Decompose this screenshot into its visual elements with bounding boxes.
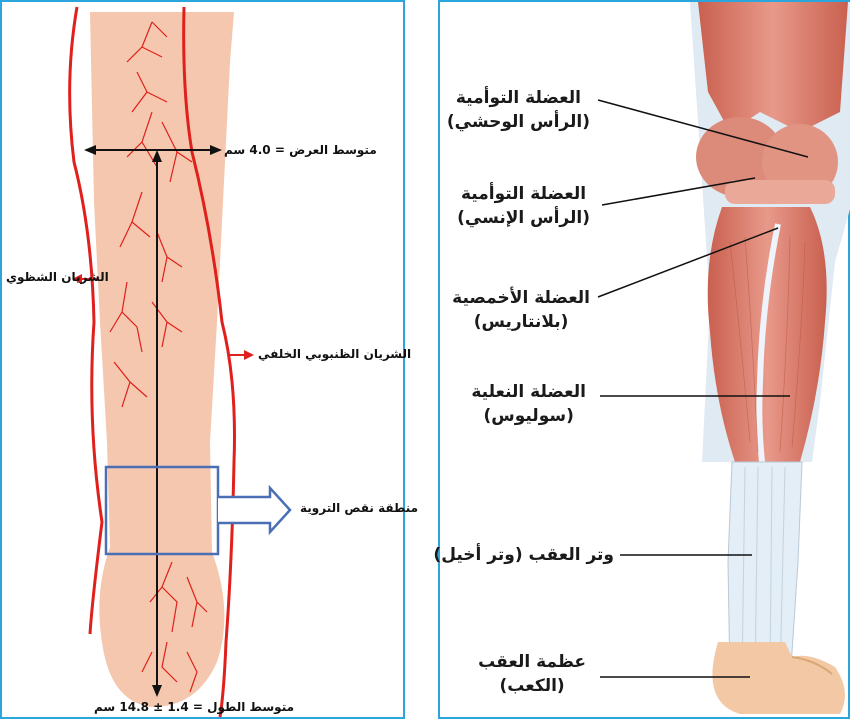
posterior-tibial-artery-line [182, 6, 236, 718]
length-label: متوسط الطول = 1.4 ± 14.8 سم [94, 700, 295, 714]
label-line: (الرأس الوحشي) [446, 112, 590, 132]
label-soleus: العضلة النعلية (سوليوس) [471, 380, 586, 428]
label-gastrocnemius-medial: العضلة التوأمية (الرأس الإنسي) [457, 182, 590, 230]
heel-bone [712, 642, 845, 714]
leader-lines [597, 99, 809, 678]
flap-diagram [68, 6, 292, 718]
posterior-tibial-artery-label: الشريان الظنبوبي الخلفي [258, 347, 412, 361]
label-gastrocnemius-lateral: العضلة التوأمية (الرأس الوحشي) [447, 86, 590, 134]
right-panel: العضلة التوأمية (الرأس الوحشي) العضلة ال… [433, 0, 850, 719]
label-line: العضلة النعلية [471, 382, 586, 402]
label-line: (سوليوس) [483, 406, 574, 426]
peroneal-artery-label: الشريان الشظوي [6, 270, 109, 284]
gastrocnemius-lateral-head [696, 117, 784, 197]
label-line: (الكعب) [499, 676, 565, 696]
width-label: متوسط العرض = 4.0 سم [224, 143, 377, 157]
vessel-branches [109, 21, 208, 693]
peroneal-artery-line [68, 6, 104, 635]
label-line: العضلة التوأمية [460, 184, 587, 204]
plantaris-tendon [756, 223, 781, 463]
label-calcaneus: عظمة العقب (الكعب) [478, 650, 586, 698]
label-line: (الرأس الإنسي) [457, 208, 590, 228]
soleus-muscle [707, 207, 827, 462]
ischemia-arrow [218, 484, 292, 536]
label-line: العضلة الأخمصية [452, 288, 590, 308]
label-achilles-tendon: وتر العقب (وتر أخيل) [433, 543, 614, 567]
upper-thigh-muscles [698, 2, 848, 132]
label-line: العضلة التوأمية [455, 88, 581, 108]
ischemia-label: منطقة نقص التروية [300, 501, 419, 515]
skin-flap [90, 12, 234, 707]
label-line: عظمة العقب [478, 652, 586, 672]
label-line: (بلانتاريس) [473, 312, 569, 332]
label-plantaris: العضلة الأخمصية (بلانتاريس) [452, 286, 590, 334]
calf-muscle-illustration [597, 2, 850, 714]
left-panel: متوسط العرض = 4.0 سم الشريان الشظوي الشر… [0, 0, 418, 719]
label-line: وتر العقب (وتر أخيل) [433, 545, 614, 565]
